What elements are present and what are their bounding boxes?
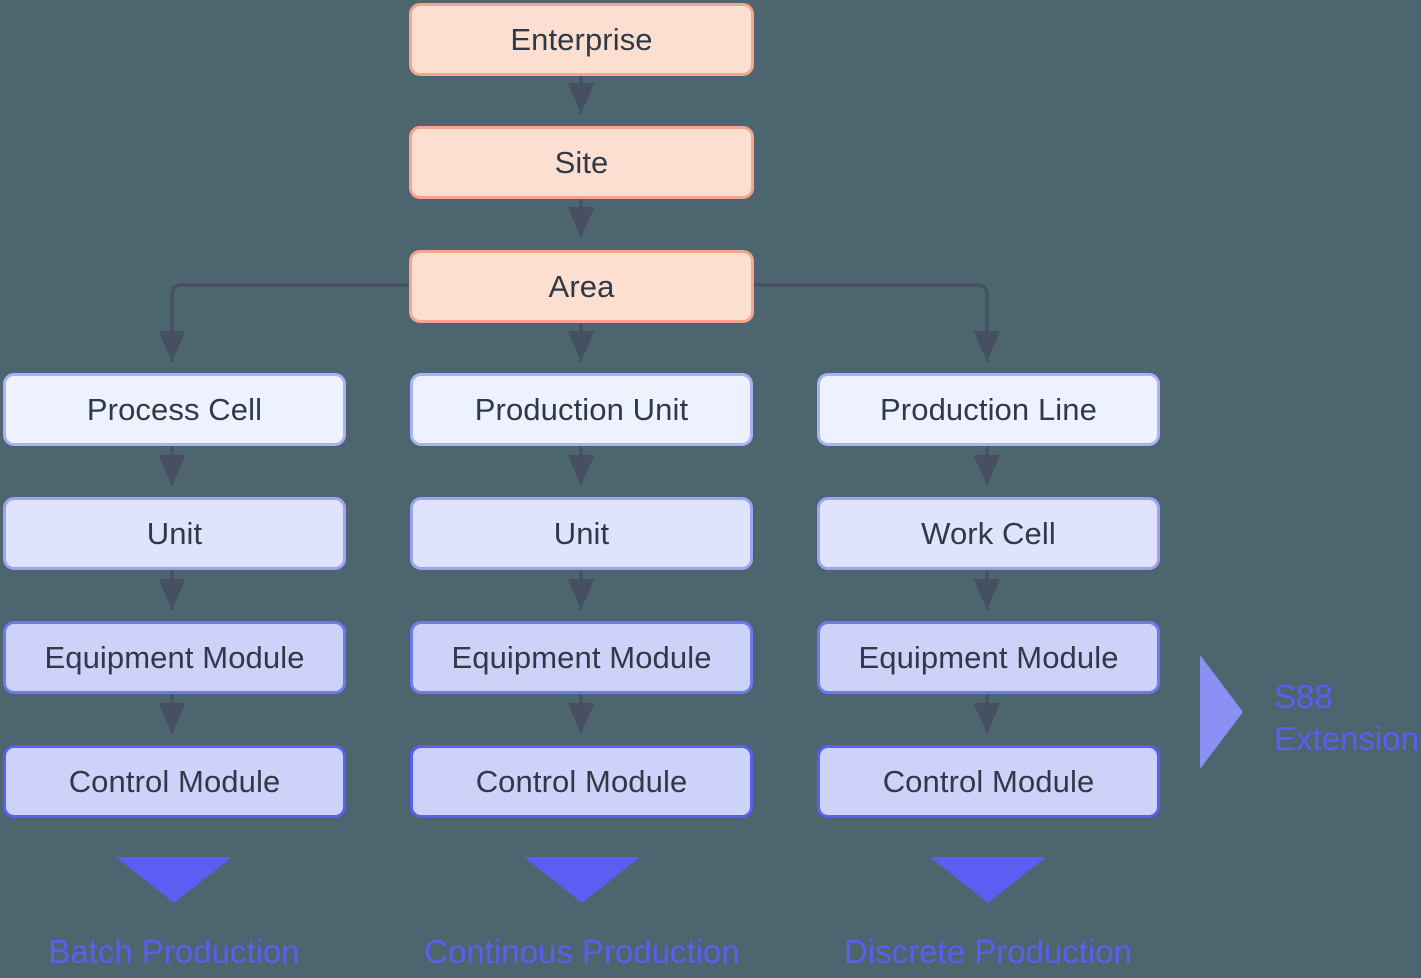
node-equipment-module-discrete-label: Equipment Module <box>858 640 1119 675</box>
node-equipment-module-continuous-label: Equipment Module <box>451 640 712 675</box>
node-unit-batch[interactable]: Unit <box>3 497 346 570</box>
node-site-label: Site <box>554 145 609 180</box>
node-area[interactable]: Area <box>409 250 754 323</box>
node-process-cell-label: Process Cell <box>86 392 263 427</box>
node-control-module-continuous[interactable]: Control Module <box>410 745 753 818</box>
node-production-unit[interactable]: Production Unit <box>410 373 753 446</box>
connector-area-production-line <box>751 283 1001 362</box>
s88-extension-line1: S88 <box>1274 678 1333 715</box>
node-production-unit-label: Production Unit <box>474 392 689 427</box>
node-production-line[interactable]: Production Line <box>817 373 1160 446</box>
s88-extension-label: S88 Extension <box>1274 676 1419 759</box>
node-unit-batch-label: Unit <box>146 516 203 551</box>
node-area-label: Area <box>548 269 615 304</box>
node-production-line-label: Production Line <box>880 392 1097 427</box>
node-equipment-module-continuous[interactable]: Equipment Module <box>410 621 753 694</box>
s88-extension-line2: Extension <box>1274 719 1419 757</box>
node-control-module-batch-label: Control Module <box>68 764 281 799</box>
outcome-label-continuous: Continous Production <box>424 933 740 970</box>
s88-extension-arrow-icon <box>1200 655 1243 769</box>
node-control-module-discrete[interactable]: Control Module <box>817 745 1160 818</box>
outcome-triangle-batch <box>116 857 232 903</box>
outcome-triangle-continuous <box>524 857 640 903</box>
node-unit-continuous[interactable]: Unit <box>410 497 753 570</box>
node-equipment-module-batch[interactable]: Equipment Module <box>3 621 346 694</box>
node-work-cell-label: Work Cell <box>921 516 1056 551</box>
node-equipment-module-batch-label: Equipment Module <box>44 640 305 675</box>
node-enterprise-label: Enterprise <box>510 22 653 57</box>
outcome-label-batch: Batch Production <box>48 933 300 970</box>
node-control-module-batch[interactable]: Control Module <box>3 745 346 818</box>
outcome-label-discrete: Discrete Production <box>844 933 1132 970</box>
node-site[interactable]: Site <box>409 126 754 199</box>
connector-area-process-cell <box>158 283 411 362</box>
node-work-cell[interactable]: Work Cell <box>817 497 1160 570</box>
outcome-triangle-discrete <box>930 857 1046 903</box>
node-equipment-module-discrete[interactable]: Equipment Module <box>817 621 1160 694</box>
node-unit-continuous-label: Unit <box>553 516 610 551</box>
node-control-module-discrete-label: Control Module <box>882 764 1095 799</box>
node-process-cell[interactable]: Process Cell <box>3 373 346 446</box>
node-control-module-continuous-label: Control Module <box>475 764 688 799</box>
node-enterprise[interactable]: Enterprise <box>409 3 754 76</box>
